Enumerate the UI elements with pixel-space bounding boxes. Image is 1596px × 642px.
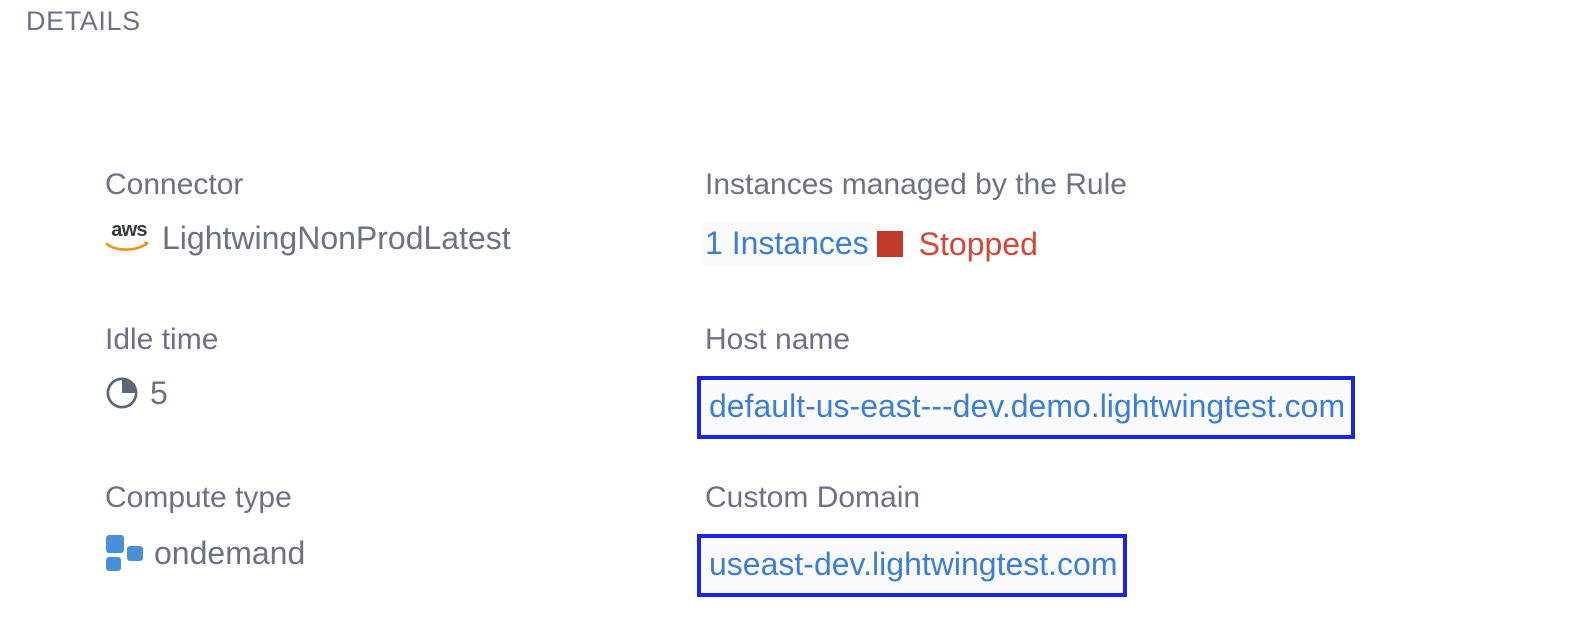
compute-type-label: Compute type [105, 481, 292, 514]
instances-count-link[interactable]: 1 Instances [701, 221, 873, 267]
instances-label: Instances managed by the Rule [705, 168, 1127, 201]
custom-domain-value-row: useast-dev.lightwingtest.com [697, 534, 1585, 597]
field-connector: Connector aws LightwingNonProdLatest [105, 170, 665, 255]
host-name-label: Host name [705, 323, 851, 356]
field-host-name: Host name default-us-east---dev.demo.lig… [697, 323, 1585, 439]
host-name-link[interactable]: default-us-east---dev.demo.lightwingtest… [697, 376, 1356, 439]
page-title: DETAILS [26, 6, 141, 36]
idle-time-value-row: 5 [105, 376, 665, 410]
compute-blocks-icon [106, 535, 143, 571]
custom-domain-label: Custom Domain [705, 481, 921, 514]
clock-pie-icon [106, 377, 138, 409]
field-compute-type: Compute type ondemand [105, 483, 665, 572]
idle-time-value: 5 [150, 375, 168, 411]
status-badge: Stopped [918, 226, 1038, 262]
connector-label: Connector [105, 168, 244, 201]
custom-domain-link[interactable]: useast-dev.lightwingtest.com [697, 534, 1128, 597]
aws-logo-text: aws [111, 219, 147, 241]
stopped-square-icon [876, 231, 903, 257]
connector-name: LightwingNonProdLatest [162, 220, 511, 256]
field-instances: Instances managed by the Rule 1 Instance… [701, 168, 1585, 267]
aws-swoosh-icon [106, 241, 149, 251]
field-custom-domain: Custom Domain useast-dev.lightwingtest.c… [697, 481, 1585, 597]
compute-type-value: ondemand [154, 535, 306, 571]
compute-type-value-row: ondemand [105, 534, 665, 572]
field-idle-time: Idle time 5 [105, 325, 665, 410]
idle-time-label: Idle time [105, 323, 219, 356]
aws-logo-icon: aws [105, 219, 153, 255]
host-name-value-row: default-us-east---dev.demo.lightwingtest… [697, 376, 1585, 439]
instances-value-row: 1 Instances Stopped [701, 221, 1585, 267]
connector-value-row: aws LightwingNonProdLatest [105, 219, 665, 256]
